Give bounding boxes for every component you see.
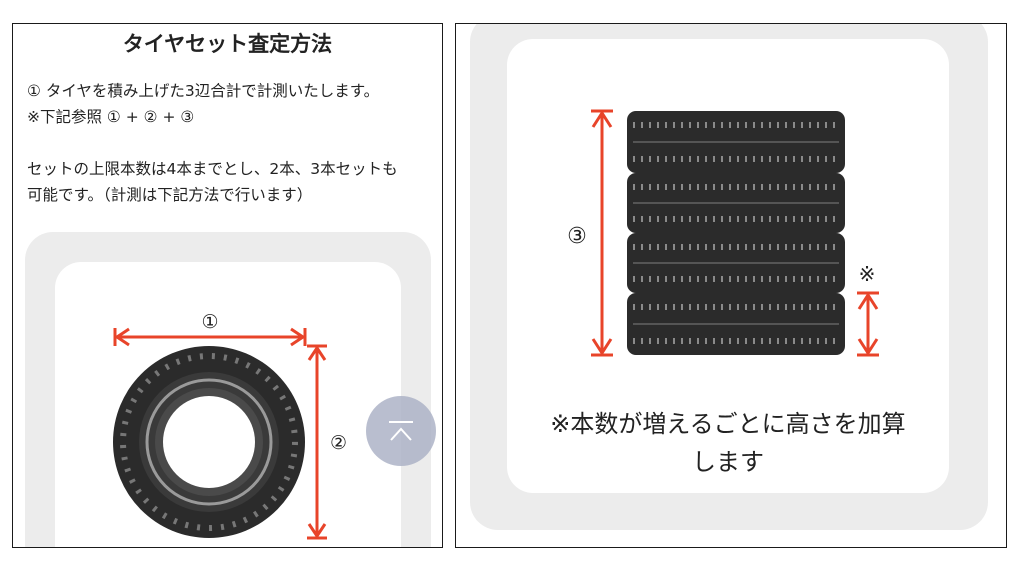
description-line: ※下記参照 ① + ② + ③ <box>27 108 195 126</box>
description-line: ① タイヤを積み上げた3辺合計で計測いたします。 <box>27 82 380 100</box>
stack-height-label: ③ <box>567 224 587 249</box>
tire-icon <box>113 346 305 538</box>
tire-side-icon <box>627 111 845 173</box>
stacked-tires-illustration-frame: ③ <box>470 24 988 530</box>
scroll-to-top-button[interactable] <box>366 396 436 466</box>
tire-side-icon <box>627 173 845 233</box>
description-line: セットの上限本数は4本までとし、2本、3本セットも <box>27 160 398 178</box>
page-title: タイヤセット査定方法 <box>122 32 333 56</box>
stacked-tires-icon <box>627 111 845 355</box>
tire-side-icon <box>627 293 845 355</box>
right-panel: ③ <box>455 23 1007 548</box>
set-limit-description: セットの上限本数は4本までとし、2本、3本セットも 可能です。（計測は下記方法で… <box>27 156 434 208</box>
per-tire-height-arrow <box>857 291 879 357</box>
note-line: ※本数が増えるごとに高さを加算 <box>550 410 906 438</box>
note-line: します <box>692 448 764 476</box>
height-label: ② <box>330 432 347 454</box>
measurement-description: ① タイヤを積み上げた3辺合計で計測いたします。 ※下記参照 ① + ② + ③ <box>27 78 434 130</box>
single-tire-illustration: ① ② <box>113 311 347 540</box>
stacked-tires-illustration: ③ <box>567 109 879 357</box>
left-panel: タイヤセット査定方法 ① タイヤを積み上げた3辺合計で計測いたします。 ※下記参… <box>12 23 443 548</box>
width-label: ① <box>201 311 218 333</box>
single-tire-illustration-frame: ① ② <box>25 232 431 547</box>
per-tire-note-label: ※ <box>859 262 876 286</box>
stack-height-note: ※本数が増えるごとに高さを加算 します <box>507 405 949 481</box>
stacked-tires-illustration-card: ③ <box>507 39 949 493</box>
width-arrow <box>113 327 307 347</box>
tire-side-icon <box>627 233 845 293</box>
height-arrow <box>307 344 327 540</box>
description-line: 可能です。（計測は下記方法で行います） <box>27 186 313 204</box>
arrow-up-to-top-icon <box>389 421 413 441</box>
stack-height-arrow <box>591 109 613 357</box>
single-tire-illustration-card: ① ② <box>55 262 401 547</box>
